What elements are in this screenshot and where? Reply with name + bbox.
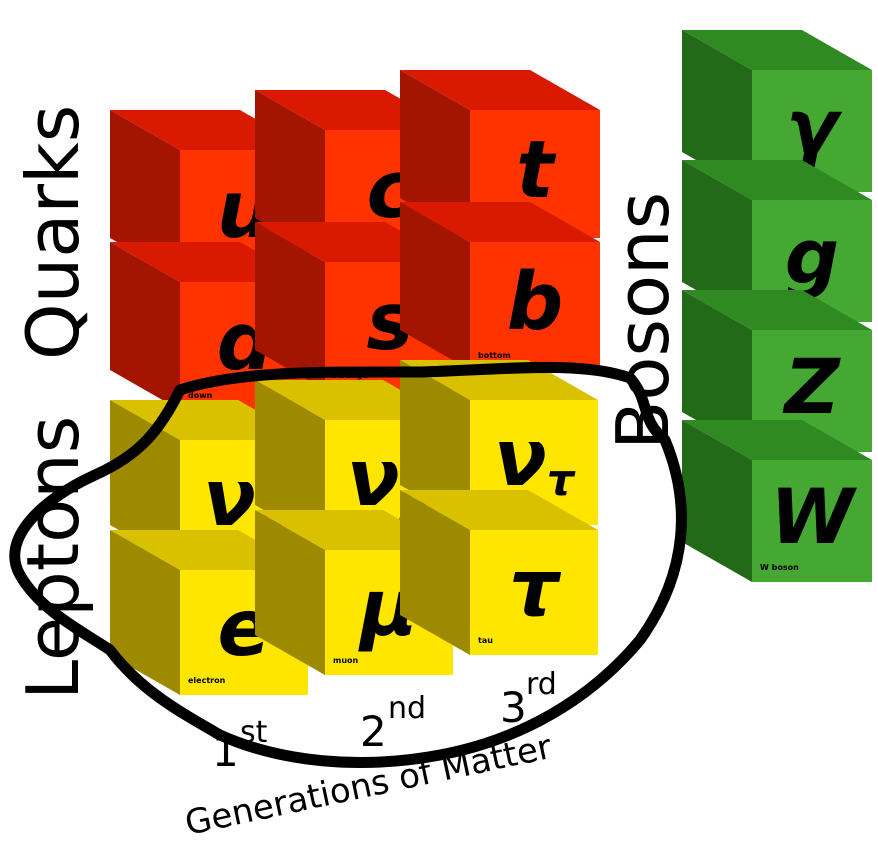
particle-symbol: τ [509,544,562,634]
cube-side-face [682,290,752,452]
cube-side-face [400,202,470,370]
lepton-circle-annotation [9,361,687,768]
cube-side-face [110,242,180,410]
boson-cubes: γphotonggluonZZ bosonWW boson [682,30,872,582]
particle-symbol: g [785,212,839,301]
particle-name: tau [478,636,493,645]
particle-symbol: b [507,256,564,348]
particle-cube-tau: τ tau [400,490,598,655]
cube-side-face [400,360,470,525]
generation-3-label: 3 rd [500,667,557,732]
leptons-label: Leptons [11,416,95,700]
quark-cubes: uupccharmttopddownsstrangebbottom [110,70,600,410]
particle-cube-gluon: ggluon [682,160,872,322]
cube-side-face [682,420,752,582]
cube-side-face [255,510,325,675]
quarks-label: Quarks [11,105,95,360]
cube-side-face [110,110,180,278]
cube-front-face [470,530,598,655]
cube-top-face [400,202,600,242]
particle-name: bottom [478,351,511,360]
cube-side-face [400,70,470,238]
particle-subscript: τ [547,456,576,506]
particle-name: down [188,391,213,400]
particle-name: electron [188,676,226,685]
lepton-cubes: νeelectron neutrinoνμmuon neutrinoντtau … [110,360,598,695]
cube-side-face [110,530,180,695]
cube-top-face [682,30,872,70]
svg-text:nd: nd [388,691,426,726]
cube-top-face [682,420,872,460]
cube-side-face [682,30,752,192]
particle-cube-bottom: b bottom [400,202,600,370]
cube-top-face [400,490,598,530]
cube-side-face [255,222,325,390]
cube-front-face [752,460,872,582]
cube-side-face [400,490,470,655]
particle-symbol: t [516,124,557,216]
svg-text:rd: rd [526,667,557,702]
cube-side-face [255,90,325,258]
particle-cube-W-boson: W W boson [682,420,872,582]
particle-symbol: Z [782,342,841,431]
particle-symbol: γ [786,82,843,171]
particle-symbol: W [770,472,857,561]
cube-side-face [682,160,752,322]
cube-side-face [110,400,180,565]
generation-2-label: 2 nd [360,691,426,756]
svg-text:2: 2 [360,707,387,756]
particle-name: muon [333,656,359,665]
cube-side-face [255,380,325,545]
cube-front-face [470,242,600,370]
cube-top-face [400,70,600,110]
particle-name: W boson [760,563,799,572]
cube-top-face [682,290,872,330]
cube-top-face [682,160,872,200]
